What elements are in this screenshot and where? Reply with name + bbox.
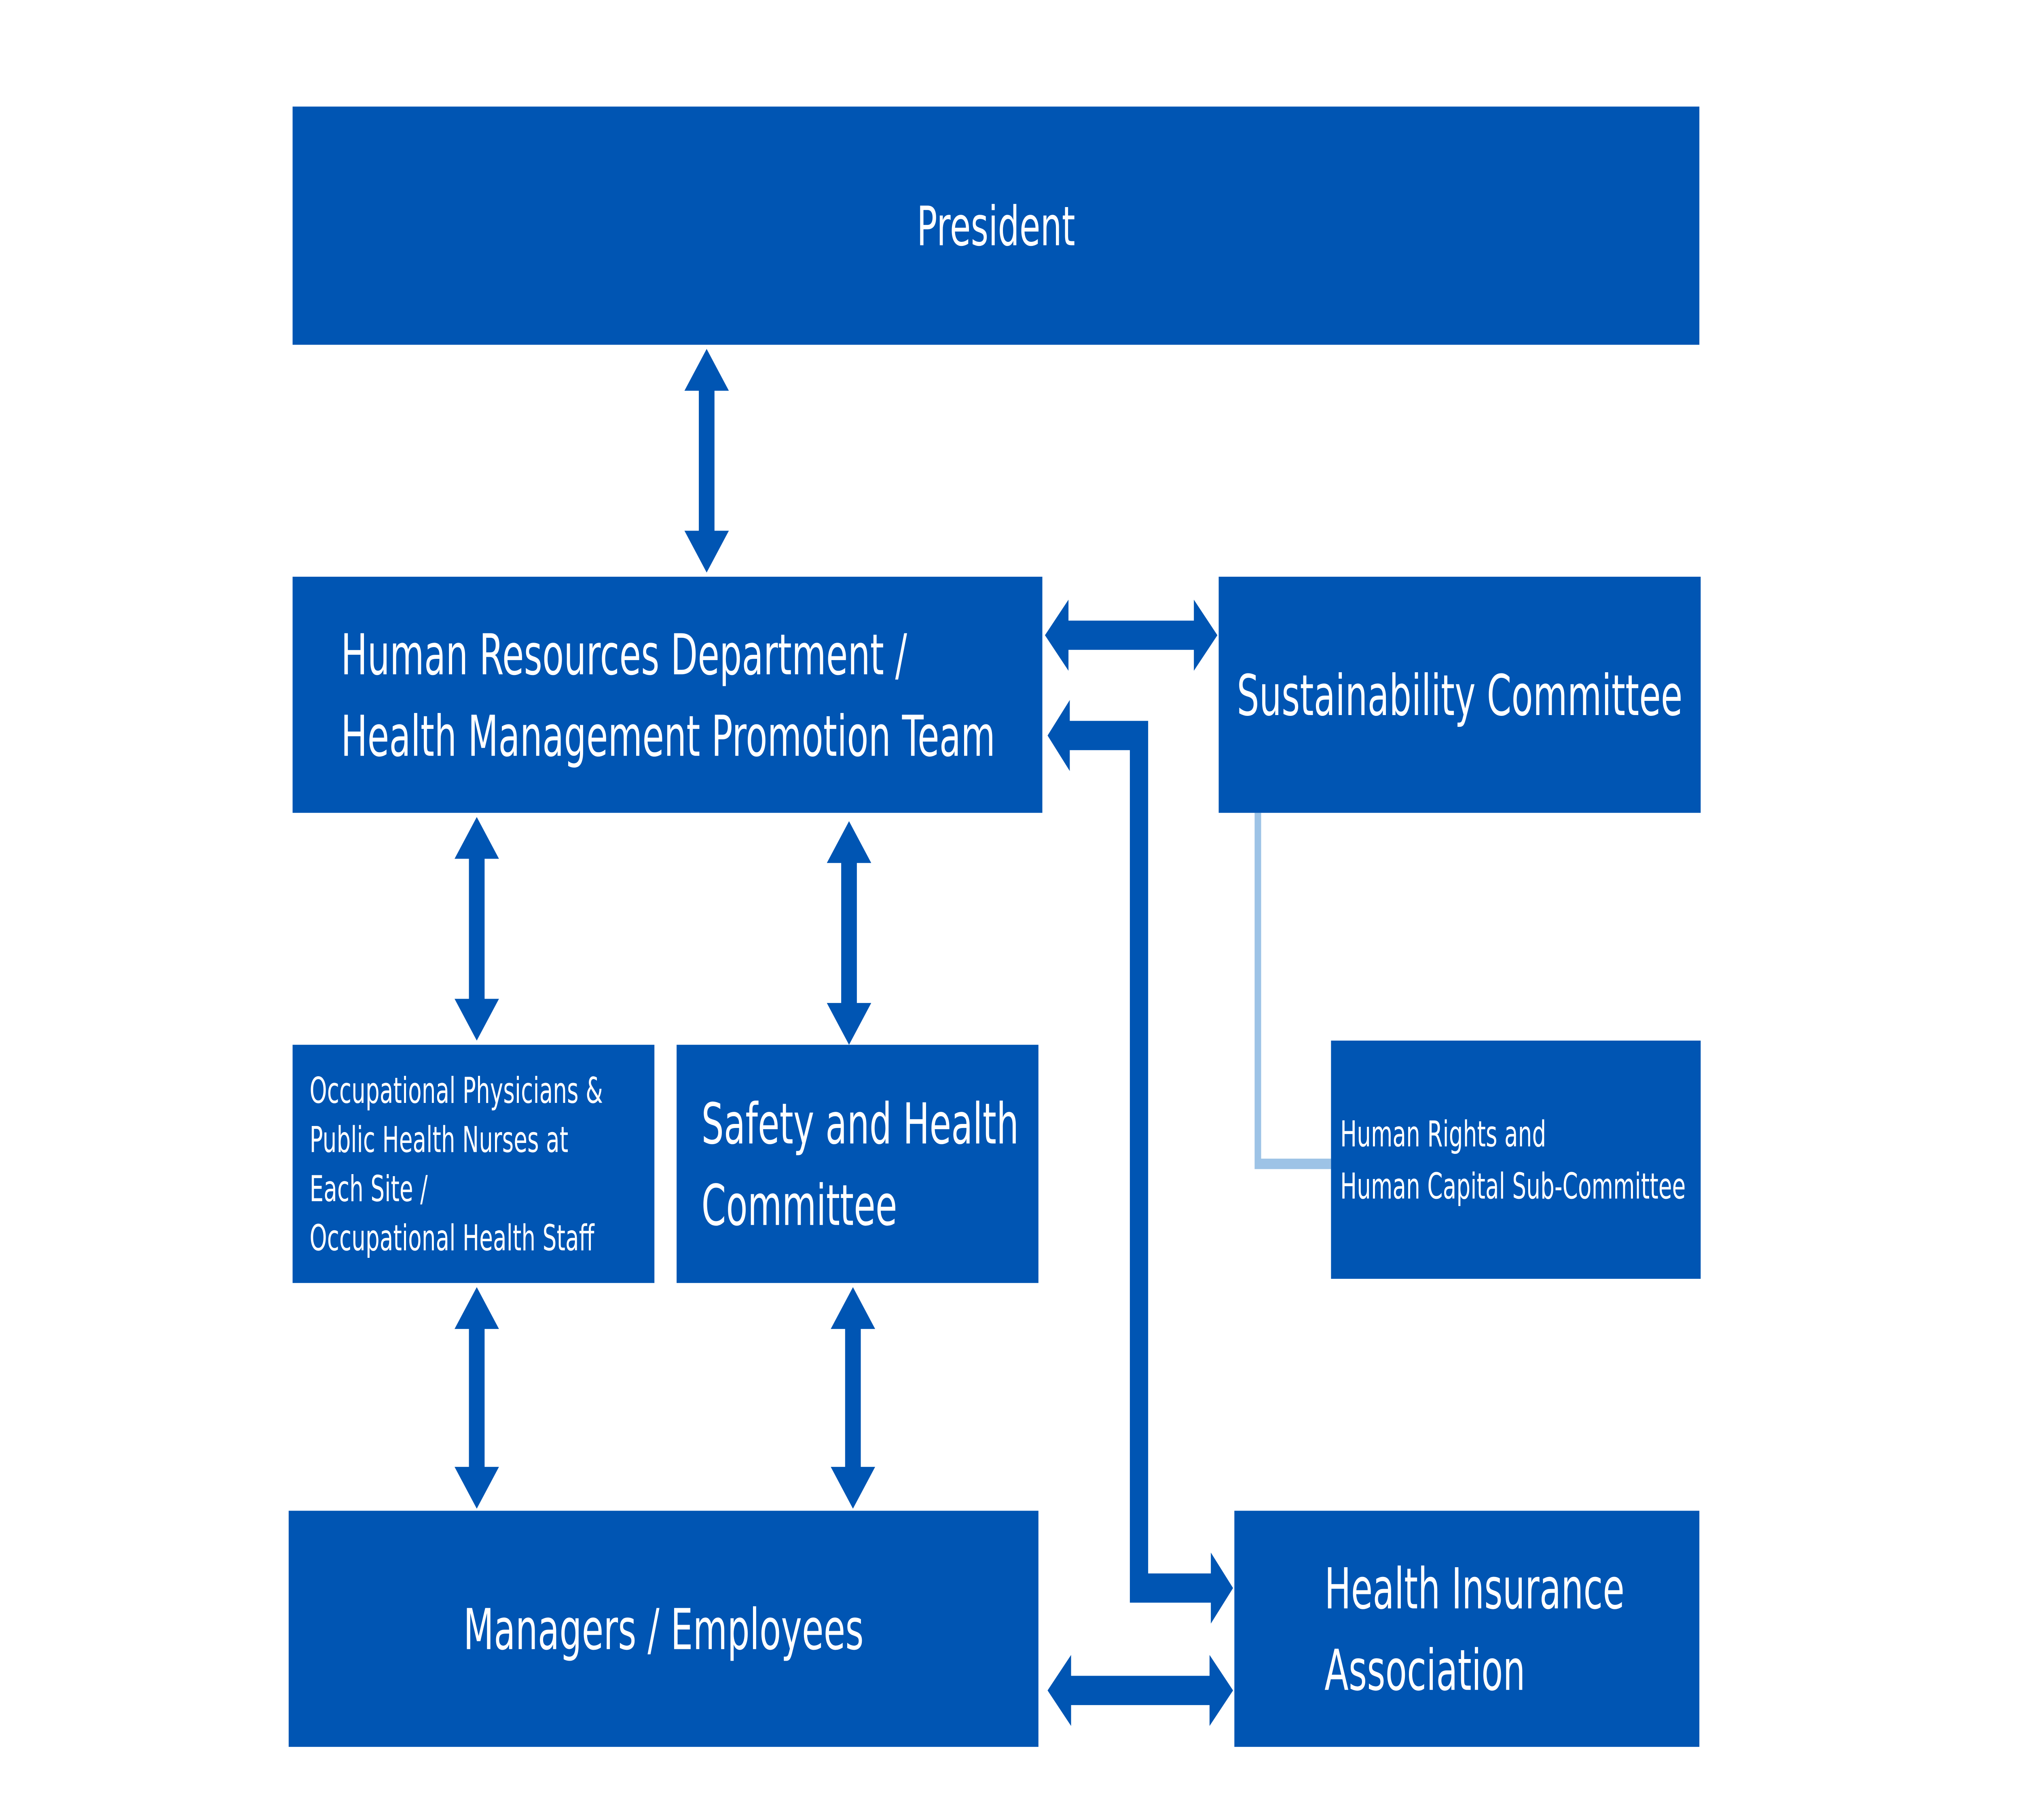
arrow-hr-safety — [827, 821, 871, 1045]
box-background — [292, 106, 1700, 345]
arrow-hr-occupational — [455, 817, 499, 1041]
box-background — [1218, 576, 1701, 813]
box-label: Occupational Physicians & — [310, 1071, 603, 1112]
box-background — [677, 1045, 1038, 1283]
box-label: Association — [1324, 1638, 1525, 1704]
box-label: Each Site / — [310, 1169, 428, 1210]
box-president: President — [292, 106, 1700, 345]
box-occupational: Occupational Physicians & Public Health N… — [292, 1045, 655, 1283]
box-background — [288, 1511, 1038, 1747]
box-label: Human Resources Department / — [341, 622, 907, 688]
arrow-hr-health-insurance — [1047, 700, 1233, 1624]
sub-committee-link — [1254, 813, 1331, 1169]
box-hr: Human Resources Department / Health Manag… — [292, 576, 1043, 813]
box-label: Occupational Health Staff — [310, 1218, 595, 1259]
box-label: Health Management Promotion Team — [341, 704, 995, 770]
box-sustainability: Sustainability Committee — [1218, 576, 1701, 813]
arrow-occupational-managers — [455, 1287, 499, 1509]
box-background — [292, 576, 1043, 813]
box-label: Sustainability Committee — [1237, 663, 1682, 729]
box-background — [292, 1045, 655, 1283]
box-label: President — [917, 195, 1075, 258]
box-label: Human Rights and — [1340, 1114, 1546, 1155]
box-background — [1331, 1040, 1701, 1279]
box-label: Public Health Nurses at — [310, 1120, 569, 1161]
box-background — [1234, 1511, 1700, 1747]
box-label: Safety and Health — [701, 1092, 1019, 1157]
box-label: Human Capital Sub-Committee — [1340, 1166, 1686, 1207]
box-label: Committee — [701, 1173, 897, 1238]
arrow-hr-sustainability — [1045, 599, 1218, 671]
arrows-layer — [455, 349, 1233, 1726]
arrow-president-hr — [684, 349, 729, 573]
box-managers: Managers / Employees — [288, 1511, 1038, 1747]
arrow-safety-managers — [831, 1287, 876, 1509]
box-label: Health Insurance — [1324, 1556, 1624, 1622]
box-label: Managers / Employees — [463, 1597, 864, 1663]
arrow-managers-health-insurance — [1047, 1655, 1233, 1726]
